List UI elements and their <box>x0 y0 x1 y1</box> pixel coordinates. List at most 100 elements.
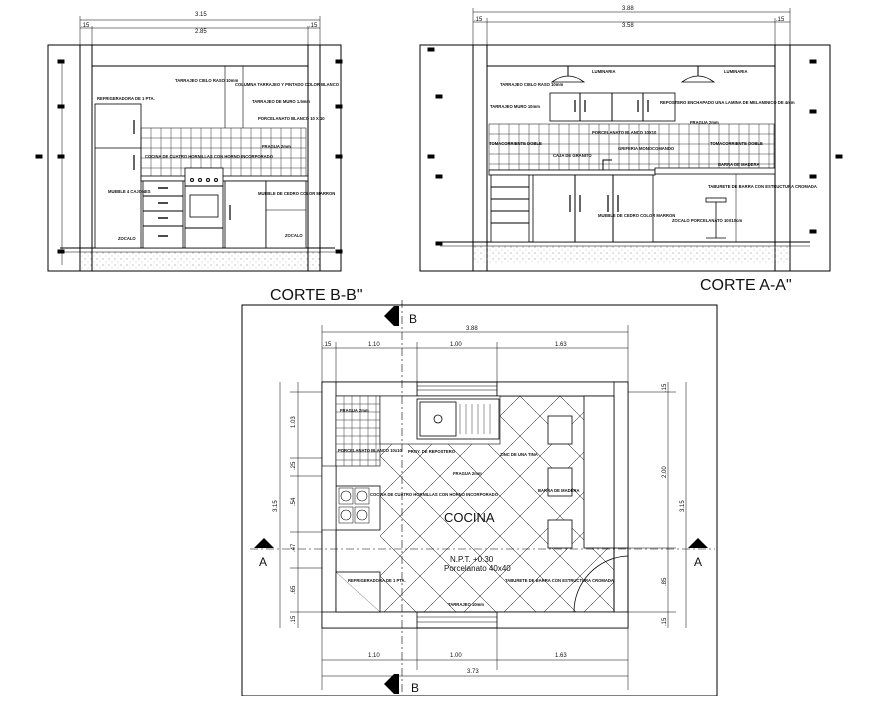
floor-tile-line <box>0 396 240 656</box>
ceiling-lamp-1 <box>550 66 586 83</box>
aa-note-taburete: TABURETE DE BARRA CON ESTRUCTURA CROMADA <box>708 184 817 189</box>
aa-note-caja-granito: CAJA DE GRANITO <box>553 153 592 158</box>
floor-tile-line <box>380 455 537 612</box>
aa-note-luminaria-1: LUMINARIA <box>592 69 616 74</box>
aa-dim-left: .15 <box>474 17 483 23</box>
stool-2 <box>547 467 573 497</box>
floor-tile-line <box>60 396 320 656</box>
bb-dim-right: .15 <box>309 23 318 29</box>
aa-note-porcelanato: PORCELANATO BLANCO 10X10 <box>592 130 657 135</box>
floor-tile-line <box>620 396 870 656</box>
floor-tile-line <box>380 396 561 577</box>
plan-dim-bottom-seg-2: 1.00 <box>450 653 462 659</box>
aa-note-zocalo: ZOCALO PORCELANATO 10X10cm <box>672 218 742 223</box>
bb-dim-left: .15 <box>81 23 90 29</box>
plan-dim-left-d2: .25 <box>291 461 297 470</box>
bb-note-mueble-cajones: MUEBLE 4 CAJONES <box>108 189 151 194</box>
plan-dim-bottom-seg-1: 1.10 <box>368 653 380 659</box>
floor-tile-line <box>660 396 870 656</box>
plan-dim-right-d3: .85 <box>662 577 668 586</box>
tile-wall-bb <box>140 127 307 179</box>
aa-note-tarrajeo-cielo: TARRAJEO CIELO RASO 10mm <box>500 82 563 87</box>
refrigerator-plan <box>335 571 381 613</box>
bb-note-refrigeradora: REFRIGERADORA DE 1 PTA. <box>97 96 155 101</box>
floor-tile-line <box>380 495 497 612</box>
plan-mark-b-top: B <box>409 312 417 326</box>
floor-tile-line <box>680 396 870 656</box>
bb-note-tarrajeo-cielo: TARRAJEO CIELO RASO 10mm <box>175 78 238 83</box>
bb-note-porcelanato: PORCELANATO BLANCO 10 X 10 <box>258 116 325 121</box>
aa-note-mueble-cedro: MUEBLE DE CEDRO COLOR MARRON <box>598 213 675 218</box>
section-bb <box>35 16 343 272</box>
plan-note-cocina: COCINA DE CUATRO HORNILLAS CON HORNO INC… <box>370 492 499 497</box>
aa-note-luminaria-2: LUMINARIA <box>724 69 748 74</box>
aa-dim-inner: 3.58 <box>622 23 634 29</box>
plan-dim-right-total: 3.15 <box>680 500 686 512</box>
plan-note-zinc: ZINC DE UNA TINA <box>500 452 538 457</box>
plan-dim-left-d5: .65 <box>291 585 297 594</box>
aa-note-tarrajeo-muro: TARRAJEO MURO 10mm <box>490 104 540 109</box>
aa-dim-right: .15 <box>776 17 785 23</box>
section-mark-b-bottom <box>384 674 394 694</box>
section-mark-a-left <box>254 538 274 548</box>
section-aa-frame <box>419 44 831 272</box>
labels: CORTE B-B" CORTE A-A" 3.15 2.85 .15 .15 … <box>81 6 817 695</box>
section-mark-b-top <box>384 306 394 326</box>
plan-dim-left-d6: .15 <box>291 615 297 624</box>
stove-plan <box>335 485 381 531</box>
title-corte-aa: CORTE A-A" <box>700 277 792 294</box>
refrigerator <box>94 103 142 249</box>
floor-tile-line <box>0 396 80 656</box>
plan-note-refrigeradora: REFRIGERADORA DE 1 PTA. <box>348 578 406 583</box>
aa-note-repostero: REPOSTERO ENCHAPADO UNA LAMINA DE MELAMI… <box>660 100 795 105</box>
floor-tile-line <box>20 396 280 656</box>
plan-dim-top-seg-2: 1.10 <box>368 342 380 348</box>
plan-dim-left-d1: 1.03 <box>291 416 297 428</box>
plan-note-fragua-2: FRAGUA 2mm <box>453 471 482 476</box>
plan-note-fragua: FRAGUA 2mm <box>340 408 369 413</box>
aa-dim-outer: 3.88 <box>622 6 634 12</box>
base-cabinets <box>532 174 654 243</box>
floor-tile-line <box>0 396 120 656</box>
plan-dim-right-d1: .15 <box>662 383 668 392</box>
plan-floor: Porcelanato 40x40 <box>444 564 511 573</box>
bb-note-mueble-cedro: MUEBLE DE CEDRO COLOR MARRON <box>258 191 335 196</box>
floor-tile-line <box>599 396 614 411</box>
bb-note-zocalo-right: ZOCALO <box>285 233 303 238</box>
plan-dim-right-d2: 2.00 <box>662 466 668 478</box>
plan-dim-left-total: 3.15 <box>273 500 279 512</box>
plan-dim-top-total: 3.88 <box>466 326 478 332</box>
plan-room-name: COCINA <box>444 510 495 525</box>
aa-note-tomacorriente-left: TOMACORRIENTE DOBLE <box>489 141 542 146</box>
stool-3 <box>547 519 573 549</box>
bb-note-tarrajeo-muro: TARRAJEO DE MURO 1.5mm <box>252 99 310 104</box>
aa-note-fragua: FRAGUA 2mm <box>690 120 719 125</box>
plan-note-taburete: TABURETE DE BARRA CON ESTRUCTURA CROMADA <box>505 578 614 583</box>
drawer-cabinet <box>142 180 184 249</box>
plan-dim-bottom-seg-3: 1.63 <box>555 653 567 659</box>
floor-tile-line <box>760 396 870 656</box>
floor-tile-line <box>800 396 870 656</box>
floor-tile-line <box>720 396 870 656</box>
wood-bar-plan <box>583 395 615 549</box>
section-aa <box>419 8 843 272</box>
floor-tile-line <box>0 396 200 656</box>
stool-1 <box>547 415 573 445</box>
plan-dim-right-d4: .15 <box>662 617 668 626</box>
floor-tile-line <box>840 396 870 656</box>
plan-note-barra: BARRA DE MADERA <box>538 488 580 493</box>
plan-note-tarrajeo: TARRAJEO 10mm <box>448 602 484 607</box>
floor-tile-line <box>700 396 870 656</box>
plan-mark-b-bottom: B <box>411 681 419 695</box>
bb-note-zocalo-left: ZOCALO <box>118 236 136 241</box>
plan-dim-left-d4: .47 <box>291 543 297 552</box>
plan-npt: N.P.T. +0.30 <box>450 555 494 564</box>
aa-note-barra: BARRA DE MADERA <box>718 162 760 167</box>
bb-dim-inner: 2.85 <box>195 29 207 35</box>
bb-dim-outer: 3.15 <box>195 12 207 18</box>
plan-frame <box>241 304 718 697</box>
plan-note-porcelanato: PORCELANATO BLANCO 10x10 <box>338 448 403 453</box>
plan-note-proy-repostero: PROY. DE REPOSTERO <box>408 449 456 454</box>
